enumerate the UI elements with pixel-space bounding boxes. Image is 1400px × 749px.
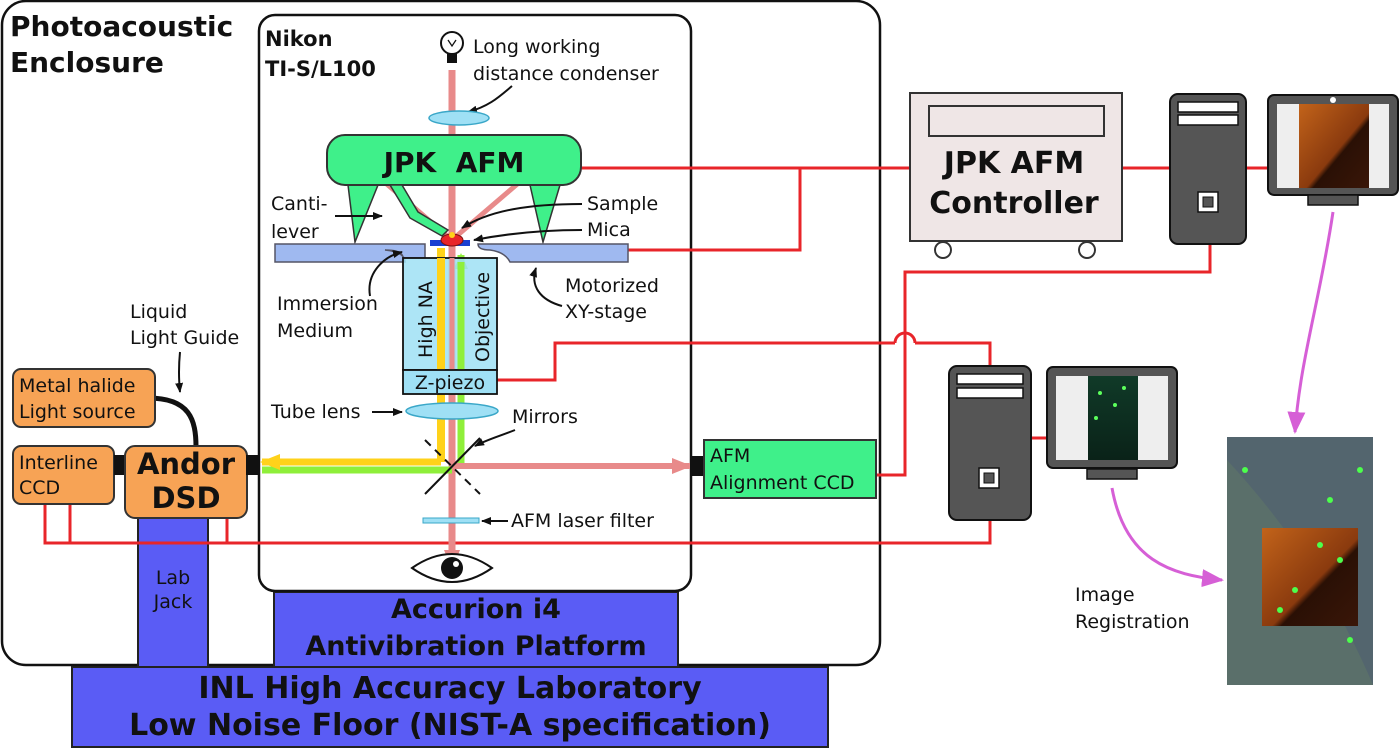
mirrors-label: Mirrors bbox=[512, 406, 578, 428]
registered-overlay-image bbox=[1227, 437, 1373, 685]
mica-label: Mica bbox=[587, 219, 631, 241]
inl-floor-platform bbox=[71, 666, 829, 748]
light-guide-pointer bbox=[175, 351, 184, 393]
mirrors-pointer bbox=[474, 429, 516, 447]
jpk-afm-controller bbox=[909, 92, 1123, 259]
eyepiece-eye-icon bbox=[410, 553, 494, 583]
afm-alignment-ccd bbox=[703, 439, 877, 499]
andor-connector bbox=[246, 455, 258, 475]
accurion-platform bbox=[273, 591, 679, 668]
accurion-line1: Accurion i4 bbox=[391, 594, 561, 625]
afm-monitor-icon bbox=[1267, 94, 1399, 206]
cantilever-arm bbox=[388, 184, 450, 237]
andor-line1: Andor bbox=[137, 447, 236, 481]
fluorescence-monitor-icon bbox=[1046, 366, 1178, 480]
condenser-line2: distance condenser bbox=[473, 63, 659, 85]
tube-lens-label: Tube lens bbox=[270, 401, 360, 423]
controller-line2: Controller bbox=[929, 186, 1099, 221]
afm-head-label: JPK AFM bbox=[382, 146, 525, 179]
objective-left-label: High NA bbox=[415, 281, 437, 358]
afm-filter-label: AFM laser filter bbox=[511, 510, 654, 532]
interline-line2: CCD bbox=[19, 477, 60, 499]
metal-halide-source bbox=[12, 368, 156, 428]
align-ccd-line2: Alignment CCD bbox=[710, 472, 855, 494]
microscope-label-line1: Nikon bbox=[265, 27, 333, 51]
ccd-connector bbox=[114, 455, 126, 475]
registration-line1: Image bbox=[1075, 584, 1135, 606]
stage-label-line2: XY-stage bbox=[565, 301, 647, 323]
align-ccd-line1: AFM bbox=[710, 445, 750, 467]
microscope-label-line2: TI-S/L100 bbox=[265, 57, 376, 81]
z-piezo bbox=[402, 369, 498, 395]
sample-label: Sample bbox=[587, 193, 658, 215]
andor-line2: DSD bbox=[151, 481, 220, 515]
condenser-line1: Long working bbox=[473, 36, 600, 58]
light-guide-line2: Light Guide bbox=[130, 327, 239, 349]
immersion-label-line2: Medium bbox=[277, 320, 353, 342]
andor-dsd bbox=[124, 445, 248, 519]
metal-halide-line1: Metal halide bbox=[19, 375, 136, 397]
liquid-light-guide-cable bbox=[147, 395, 199, 448]
light-guide-line1: Liquid bbox=[130, 301, 187, 323]
lab-jack-line1: Lab bbox=[156, 567, 190, 589]
immersion-label-line1: Immersion bbox=[277, 293, 378, 315]
inl-line2: Low Noise Floor (NIST-A specification) bbox=[129, 708, 771, 743]
stage-pointer bbox=[529, 267, 563, 307]
controller-line1: JPK AFM bbox=[942, 146, 1084, 181]
immersion-pointer bbox=[368, 250, 403, 297]
mica-pointer bbox=[473, 229, 583, 243]
afm-computer-tower-icon bbox=[1169, 93, 1247, 245]
registration-arrow-afm bbox=[1287, 211, 1335, 434]
enclosure-label-line1: Photoacoustic bbox=[10, 10, 233, 43]
afm-laser-filter bbox=[422, 517, 480, 524]
afm-head bbox=[326, 134, 582, 186]
condenser-lens bbox=[428, 110, 490, 126]
inl-line1: INL High Accuracy Laboratory bbox=[198, 671, 702, 706]
interline-line1: Interline bbox=[19, 452, 98, 474]
tube-lens bbox=[405, 402, 499, 420]
cantilever-tip bbox=[449, 232, 455, 238]
lightbulb-icon bbox=[440, 31, 464, 63]
fluorescence-computer-tower-icon bbox=[948, 365, 1032, 521]
registration-arrow-fluorescence bbox=[1110, 487, 1224, 588]
cantilever-label-line2: lever bbox=[271, 221, 319, 243]
metal-halide-line2: Light source bbox=[19, 401, 136, 423]
accurion-line2: Antivibration Platform bbox=[305, 631, 646, 662]
sample-pointer bbox=[461, 203, 583, 229]
registration-line2: Registration bbox=[1075, 611, 1190, 633]
condenser-pointer bbox=[467, 85, 513, 114]
afm-laser-beam-right bbox=[450, 178, 524, 242]
objective-right-label: Objective bbox=[472, 272, 494, 362]
stage-label-line1: Motorized bbox=[565, 275, 659, 297]
dichroic-mirror bbox=[424, 437, 481, 495]
lab-jack-line2: Jack bbox=[153, 591, 193, 613]
enclosure-label-line2: Enclosure bbox=[10, 46, 164, 79]
ccd-connector-right bbox=[690, 456, 704, 476]
motorized-xy-stage-right bbox=[477, 243, 629, 263]
z-piezo-label: Z-piezo bbox=[415, 372, 485, 394]
cantilever-label-line1: Canti- bbox=[271, 193, 328, 215]
